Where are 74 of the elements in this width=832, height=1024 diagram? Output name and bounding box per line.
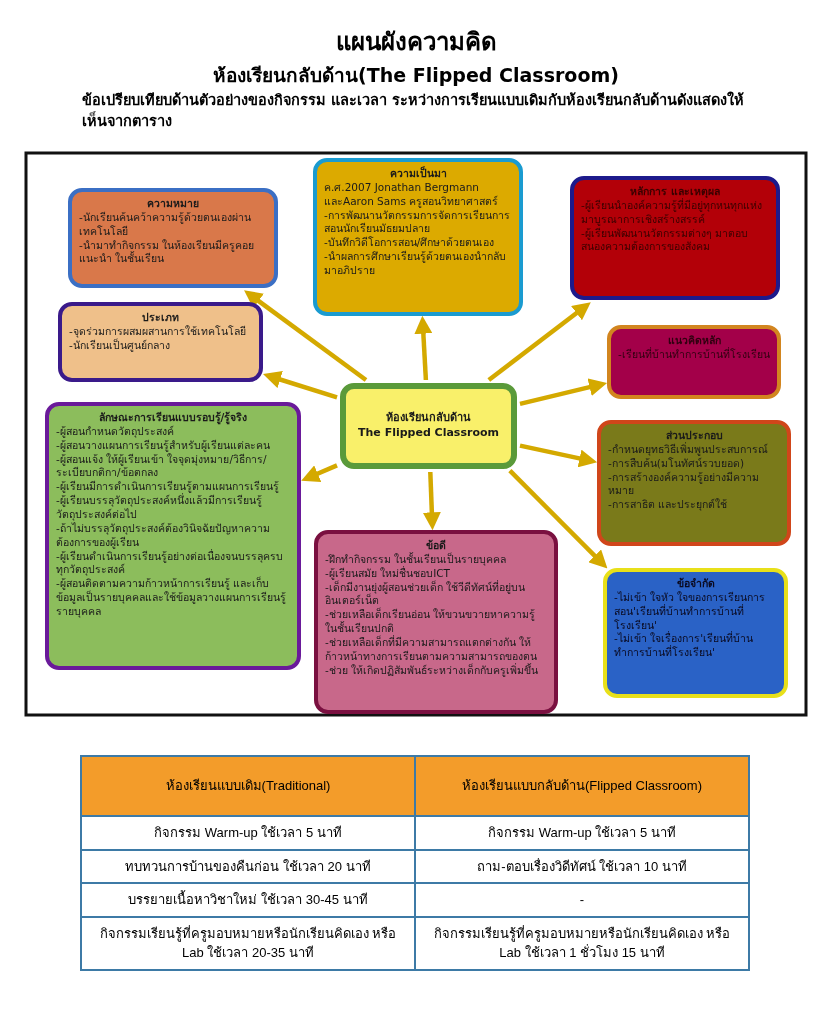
topic-card	[607, 325, 781, 399]
table-cell: กิจกรรมเรียนรู้ที่ครูมอบหมายหรือนักเรียนคิดเอง หรือ Lab ใช้เวลา 20-35 นาที	[81, 916, 415, 970]
topic-card	[68, 188, 278, 288]
bullet-text: -กำหนดยุทธวิธีเพิ่มพูนประสบการณ์	[608, 442, 769, 457]
arrow	[508, 469, 608, 569]
topic-card	[45, 402, 301, 670]
topic-card	[58, 302, 263, 382]
bullet-text: -ผู้เรียนนำองค์ความรู้ที่มีอยู่ทุกหนทุกแห่งมาบูรณาการเชิงสร้างสรรค์	[581, 198, 763, 227]
topic-card	[314, 530, 558, 714]
topic-card	[603, 568, 788, 698]
card-heading: ส่วนประกอบ	[664, 429, 724, 442]
arrow	[519, 443, 598, 468]
bullet-text: -ผู้เรียนบรรลุวัตถุประสงค์หนึ่งแล้วมีการเรียนรู้วัตถุประสงค์ต่อไป	[56, 494, 263, 522]
card-heading: ข้อดี	[425, 539, 447, 552]
bullet-text: -ผู้เรียนดำเนินการเรียนรู้อย่างต่อเนื่องจนบรรลุครบทุกวัตถุประสงค์	[56, 549, 284, 576]
card-heading: ลักษณะการเรียนแบบรอบรู้/รู้จริง	[97, 411, 249, 425]
topic-card	[570, 176, 780, 300]
bullet-text: -นำผลการศึกษาเรียนรู้ด้วยตนเองนำกลับมาอภิปราย	[324, 250, 507, 278]
bullet-text: -นักเรียนค้นคว้าความรู้ด้วยตนเองผ่านเทคโนโลยี	[79, 210, 252, 239]
bullet-text: -ผู้เรียนมีการดำเนินการเรียนรู้ตามแผนการเรียนรู้	[56, 480, 280, 493]
arrow	[263, 370, 338, 400]
central-topic-box	[340, 383, 517, 469]
bullet-text: -ช่วยเหลือเด็กเรียนอ่อน ให้ขวนขวายหาความรู้ในชั้นเรียนปกติ	[325, 608, 537, 635]
card-heading: ห้องเรียนกลับด้าน	[385, 411, 472, 426]
bullet-text: -ไม่เข้า ใจหัว ใจของการเรียนการสอน'เรียนที่บ้านทำการบ้านที่โรงเรียน'	[614, 590, 767, 631]
bullet-text: -เรียนที่บ้านทำการบ้านที่โรงเรียน	[618, 347, 770, 362]
bullet-text: -การสืบค้น(มโนทัศน์รวบยอด)	[608, 456, 745, 471]
table-cell: กิจกรรม Warm-up ใช้เวลา 5 นาที	[81, 816, 415, 850]
table-cell: บรรยายเนื้อหาวิชาใหม่ ใช้เวลา 30-45 นาที	[81, 883, 415, 917]
bullet-text: -บันทึกวิดีโอการสอน/ศึกษาด้วยตนเอง	[324, 236, 496, 250]
bullet-text: -ถ้าไม่บรรลุวัตถุประสงค์ต้องวินิจฉัยปัญหาความต้องการของผู้เรียน	[56, 521, 271, 549]
table-cell: ถาม-ตอบเรื่องวิดีทัศน์ ใช้เวลา 10 นาที	[415, 849, 749, 883]
arrow	[487, 302, 591, 382]
table-cell: กิจกรรม Warm-up ใช้เวลา 5 นาที	[415, 816, 749, 850]
arrow	[519, 378, 608, 407]
arrow	[422, 471, 441, 531]
bullet-text: -ผู้เรียนพัฒนานวัตกรรมต่างๆ มาตอบสนองความต้องการของสังคม	[581, 226, 750, 255]
card-heading: ประเภท	[141, 311, 180, 325]
card-heading: แนวคิดหลัก	[666, 334, 722, 347]
bullet-text: -ผู้สอนติดตามความก้าวหน้าการเรียนรู้ และเก็บข้อมูลเป็นรายบุคคลและใช้ข้อมูลวางแผนการเรียนรู้รายบุคคล	[56, 577, 287, 619]
arrow	[244, 290, 368, 382]
bullet-text: -ฝึกทำกิจกรรม ในชั้นเรียนเป็นรายบุคคล	[325, 552, 508, 566]
card-heading: หลักการ และเหตุผล	[629, 185, 721, 198]
bullet-text: ค.ศ.2007 Jonathan Bergmann และAaron Sams ครูสอนวิทยาศาสตร์	[324, 180, 500, 209]
arrow	[301, 463, 338, 482]
bullet-text: -การสาธิต และประยุกต์ใช้	[608, 498, 729, 513]
subtitle: ห้องเรียนกลับด้าน(The Flipped Classroom)	[212, 63, 620, 88]
table-cell: ทบทวนการบ้านของคืนก่อน ใช้เวลา 20 นาที	[81, 849, 415, 883]
table-cell: -	[415, 883, 749, 917]
bullet-text: -ช่วย ให้เกิดปฏิสัมพันธ์ระหว่างเด็กกับครูเพิ่มขึ้น	[325, 663, 540, 678]
card-heading: ความหมาย	[146, 197, 200, 211]
bullet-text: -การสร้างองค์ความรู้อย่างมีความหมาย	[608, 470, 760, 498]
bullet-text: -ผู้สอนวางแผนการเรียนรู้สำหรับผู้เรียนแต่ละคน	[56, 438, 271, 453]
bullet-text: -นักเรียนเป็นศูนย์กลาง	[69, 338, 170, 353]
arrow	[414, 315, 433, 381]
bullet-text: -ช่วยเหลือเด็กที่มีความสามารถแตกต่างกัน ให้ก้าวหน้าทางการเรียนตามความสามารถของตน	[325, 636, 538, 663]
header-cell: ห้องเรียนแบบเดิม(Traditional)	[81, 756, 415, 816]
bullet-text: -ผู้สอนกำหนดวัตถุประสงค์	[56, 424, 174, 439]
bullet-text: -ผู้สอนแจ้ง ให้ผู้เรียนเข้า ใจจุดมุ่งหมาย/วิธีการ/ระเบียบกติกา/ข้อตกลง	[56, 452, 268, 480]
card-heading: ข้อจำกัด	[675, 577, 716, 591]
bullet-text: -ไม่เข้า ใจเรื่องการ'เรียนที่บ้านทำการบ้านที่โรงเรียน'	[614, 632, 754, 661]
bullet-text: -นำมาทำกิจกรรม ในห้องเรียนมีครูคอยแนะนำ ในชั้นเรียน	[79, 238, 256, 267]
topic-card	[597, 420, 791, 546]
bullet-text: -จุดร่วมการผสมผสานการใช้เทคโนโลยี	[69, 324, 247, 339]
card-heading: ความเป็นมา	[388, 167, 448, 181]
description: ข้อเปรียบเทียบด้านตัวอย่างของกิจกรรม และเวลา ระหว่างการเรียนแบบเดิมกับห้องเรียนกลับด้านดังแสดงให้เห็นจากตาราง	[82, 90, 746, 131]
header-cell: ห้องเรียนแบบกลับด้าน(Flipped Classroom)	[415, 756, 749, 816]
bullet-text: -ผู้เรียนสมัย ใหม่ชื่นชอบICT	[325, 566, 451, 580]
topic-card	[313, 158, 523, 316]
bullet-text: The Flipped Classroom	[357, 426, 500, 441]
title: แผนผังความคิด	[334, 27, 498, 58]
bullet-text: -การพัฒนานวัตกรรมการจัดการเรียนการสอนนักเรียนมัธยมปลาย	[324, 208, 511, 236]
bullet-text: -เด็กมีงานยุ่งผู้สอนช่วยเด็ก ใช้วีดีทัศน์ที่อยู่บนอินเตอร์เน็ต	[325, 580, 527, 607]
table-cell: กิจกรรมเรียนรู้ที่ครูมอบหมายหรือนักเรียนคิดเอง หรือ Lab ใช้เวลา 1 ชั่วโมง 15 นาที	[415, 916, 749, 970]
